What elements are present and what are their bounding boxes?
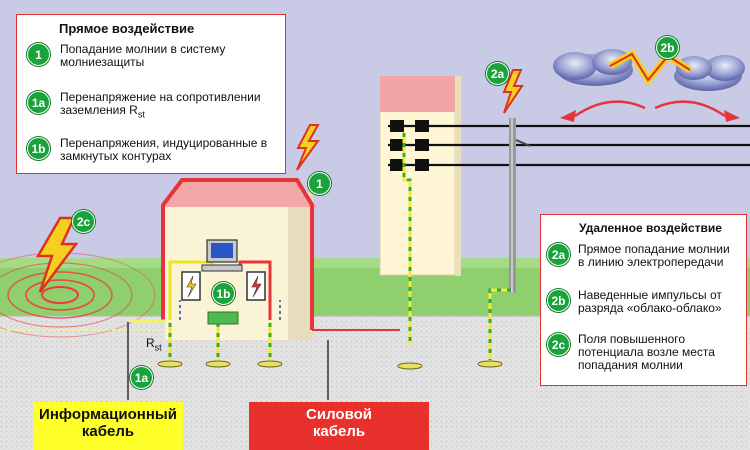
power-cable-label: Силовой кабель <box>249 402 429 450</box>
lightning-bolt-house <box>296 124 320 171</box>
power-pole <box>509 118 531 293</box>
remote-item-2a: 2a Прямое попадание молнии в линию элект… <box>547 243 738 269</box>
info-cable-label: Информационный кабель <box>33 402 183 450</box>
rst-label: Rst <box>146 336 162 353</box>
direct-item-1a-text: Перенапряжение на сопротивлении заземлен… <box>60 90 261 120</box>
remote-impact-panel: Удаленное воздействие 2a Прямое попадани… <box>540 214 747 386</box>
direct-item-1a: 1a Перенапряжение на сопротивлении зазем… <box>27 91 275 121</box>
insulators <box>390 120 429 171</box>
direct-item-1: 1 Попадание молнии в систему молниезащит… <box>27 43 260 69</box>
direct-impact-title: Прямое воздействие <box>59 21 195 36</box>
lightning-rod-conductor <box>161 178 314 330</box>
badge-1b: 1b <box>27 137 50 160</box>
power-cable-line2: кабель <box>312 423 366 440</box>
scene-badge-2c: 2c <box>72 210 95 233</box>
remote-item-2b: 2b Наведенные импульсы от разряда «облак… <box>547 289 738 315</box>
scene-badge-1b: 1b <box>212 282 235 305</box>
scene-badge-2b: 2b <box>656 36 679 59</box>
remote-item-2c: 2c Поля повышенного потенциала возле мес… <box>547 333 738 372</box>
surge-protectors <box>181 271 266 325</box>
remote-item-2b-text: Наведенные импульсы от разряда «облако-о… <box>578 288 722 315</box>
house <box>162 180 317 340</box>
induced-pulse-arrows <box>574 100 726 118</box>
direct-item-1-text: Попадание молнии в систему молниезащиты <box>60 42 226 69</box>
earthing-rods <box>157 322 503 370</box>
direct-item-1b: 1b Перенапряжения, индуцированные в замк… <box>27 137 280 163</box>
remote-impact-title: Удаленное воздействие <box>579 221 722 235</box>
computer-icon <box>201 239 243 272</box>
power-cable-line1: Силовой <box>306 406 372 423</box>
direct-impact-panel: Прямое воздействие 1 Попадание молнии в … <box>16 14 286 174</box>
badge-1: 1 <box>27 43 50 66</box>
lightning-bolt-power-line <box>502 69 524 114</box>
direct-item-1b-text: Перенапряжения, индуцированные в замкнут… <box>60 136 268 163</box>
badge-1a: 1a <box>27 91 50 114</box>
badge-2a: 2a <box>547 243 570 266</box>
underground-cables <box>0 319 400 400</box>
power-lines <box>388 124 750 167</box>
info-cable-line2: кабель <box>81 423 135 440</box>
scene-badge-1: 1 <box>308 172 331 195</box>
remote-item-2c-text: Поля повышенного потенциала возле места … <box>578 332 715 372</box>
badge-2b: 2b <box>547 289 570 312</box>
info-cable-line1: Информационный <box>39 406 177 423</box>
remote-item-2a-text: Прямое попадание молнии в линию электроп… <box>578 242 730 269</box>
tall-building <box>379 76 461 276</box>
scene-badge-1a: 1a <box>130 366 153 389</box>
badge-2c: 2c <box>547 333 570 356</box>
scene-badge-2a: 2a <box>486 62 509 85</box>
